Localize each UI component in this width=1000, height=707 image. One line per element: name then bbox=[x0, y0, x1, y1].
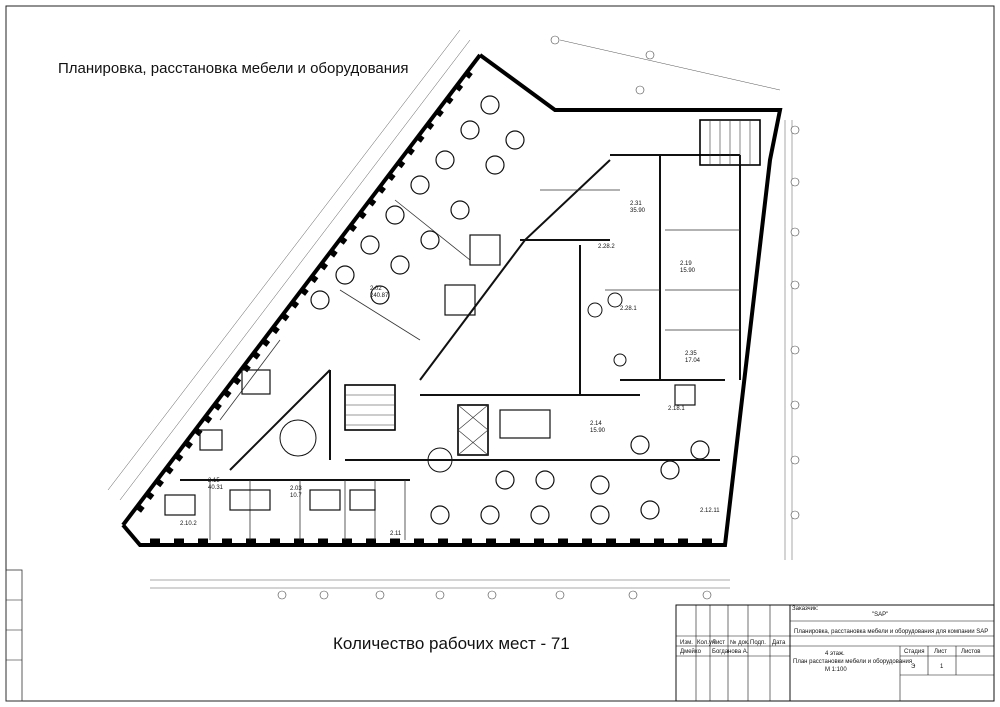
tb-header-sign: Подп. bbox=[750, 640, 766, 646]
customer-label: Заказчик: bbox=[792, 606, 819, 612]
room-area: 35.90 bbox=[630, 208, 646, 214]
round-elements bbox=[279, 292, 627, 473]
stage-label: Стадия bbox=[904, 649, 924, 655]
room-area: 40.31 bbox=[208, 485, 224, 491]
room-area: 10.7 bbox=[290, 493, 302, 499]
sheets-label: Листов bbox=[961, 649, 981, 655]
room-label: 2.35 bbox=[685, 351, 697, 357]
room-label: 2.18.1 bbox=[668, 406, 685, 412]
axis-markers bbox=[277, 35, 800, 600]
room-label: 2.02 bbox=[370, 286, 382, 292]
room-label: 2.28.2 bbox=[598, 244, 615, 250]
thin-partitions bbox=[209, 189, 740, 540]
workplaces-count: Количество рабочих мест - 71 bbox=[333, 634, 570, 653]
room-area: 17.04 bbox=[685, 358, 701, 364]
room-label: 2.11 bbox=[390, 531, 402, 537]
room-labels: 2.02 240.87 2.03 10.7 2.14 15.90 2.15 40… bbox=[180, 201, 720, 537]
room-label: 2.19 bbox=[680, 261, 692, 267]
floor-label: 4 этаж. bbox=[825, 651, 845, 657]
diagonal-windows bbox=[132, 69, 473, 518]
person-1: Дмейко bbox=[680, 648, 702, 655]
tb-header-doc: № док. bbox=[730, 639, 750, 646]
tb-header-list: Лист bbox=[712, 640, 725, 646]
dimension-lines bbox=[107, 29, 793, 589]
interior-walls bbox=[180, 154, 741, 481]
room-area: 240.87 bbox=[370, 293, 389, 299]
stair-steps bbox=[345, 120, 751, 456]
scale-label: М 1:100 bbox=[825, 667, 847, 673]
tb-header-izm: Изм. bbox=[680, 640, 693, 646]
room-area: 15.90 bbox=[590, 428, 606, 434]
drawing-title: Планировка, расстановка мебели и оборудо… bbox=[58, 60, 409, 77]
person-2: Богданова А. bbox=[712, 649, 749, 655]
tb-header-kol: Кол.уч bbox=[697, 640, 715, 646]
exterior-walls bbox=[121, 53, 783, 547]
stage-value: Э bbox=[911, 664, 916, 670]
room-area: 15.90 bbox=[680, 268, 696, 274]
room-label: 2.14 bbox=[590, 421, 602, 427]
room-label: 2.12.11 bbox=[700, 508, 720, 514]
customer-name: "SAP" bbox=[872, 612, 888, 618]
workstation-clusters bbox=[164, 95, 710, 525]
side-stamp bbox=[5, 569, 23, 702]
project-title: Планировка, расстановка мебели и оборудо… bbox=[794, 629, 988, 635]
room-label: 2.28.1 bbox=[620, 306, 637, 312]
room-label: 2.15 bbox=[208, 478, 220, 484]
sheet-label: Лист bbox=[934, 649, 947, 655]
title-block bbox=[675, 604, 995, 702]
sheet-title: План расстановки мебели и оборудования bbox=[793, 659, 912, 665]
room-label: 2.03 bbox=[290, 486, 302, 492]
room-label: 2.10.2 bbox=[180, 521, 197, 527]
sheet-border bbox=[5, 5, 995, 702]
stair-core bbox=[344, 119, 761, 456]
tb-header-date: Дата bbox=[772, 640, 786, 646]
sheet-value: 1 bbox=[940, 664, 944, 670]
room-label: 2.31 bbox=[630, 201, 642, 207]
